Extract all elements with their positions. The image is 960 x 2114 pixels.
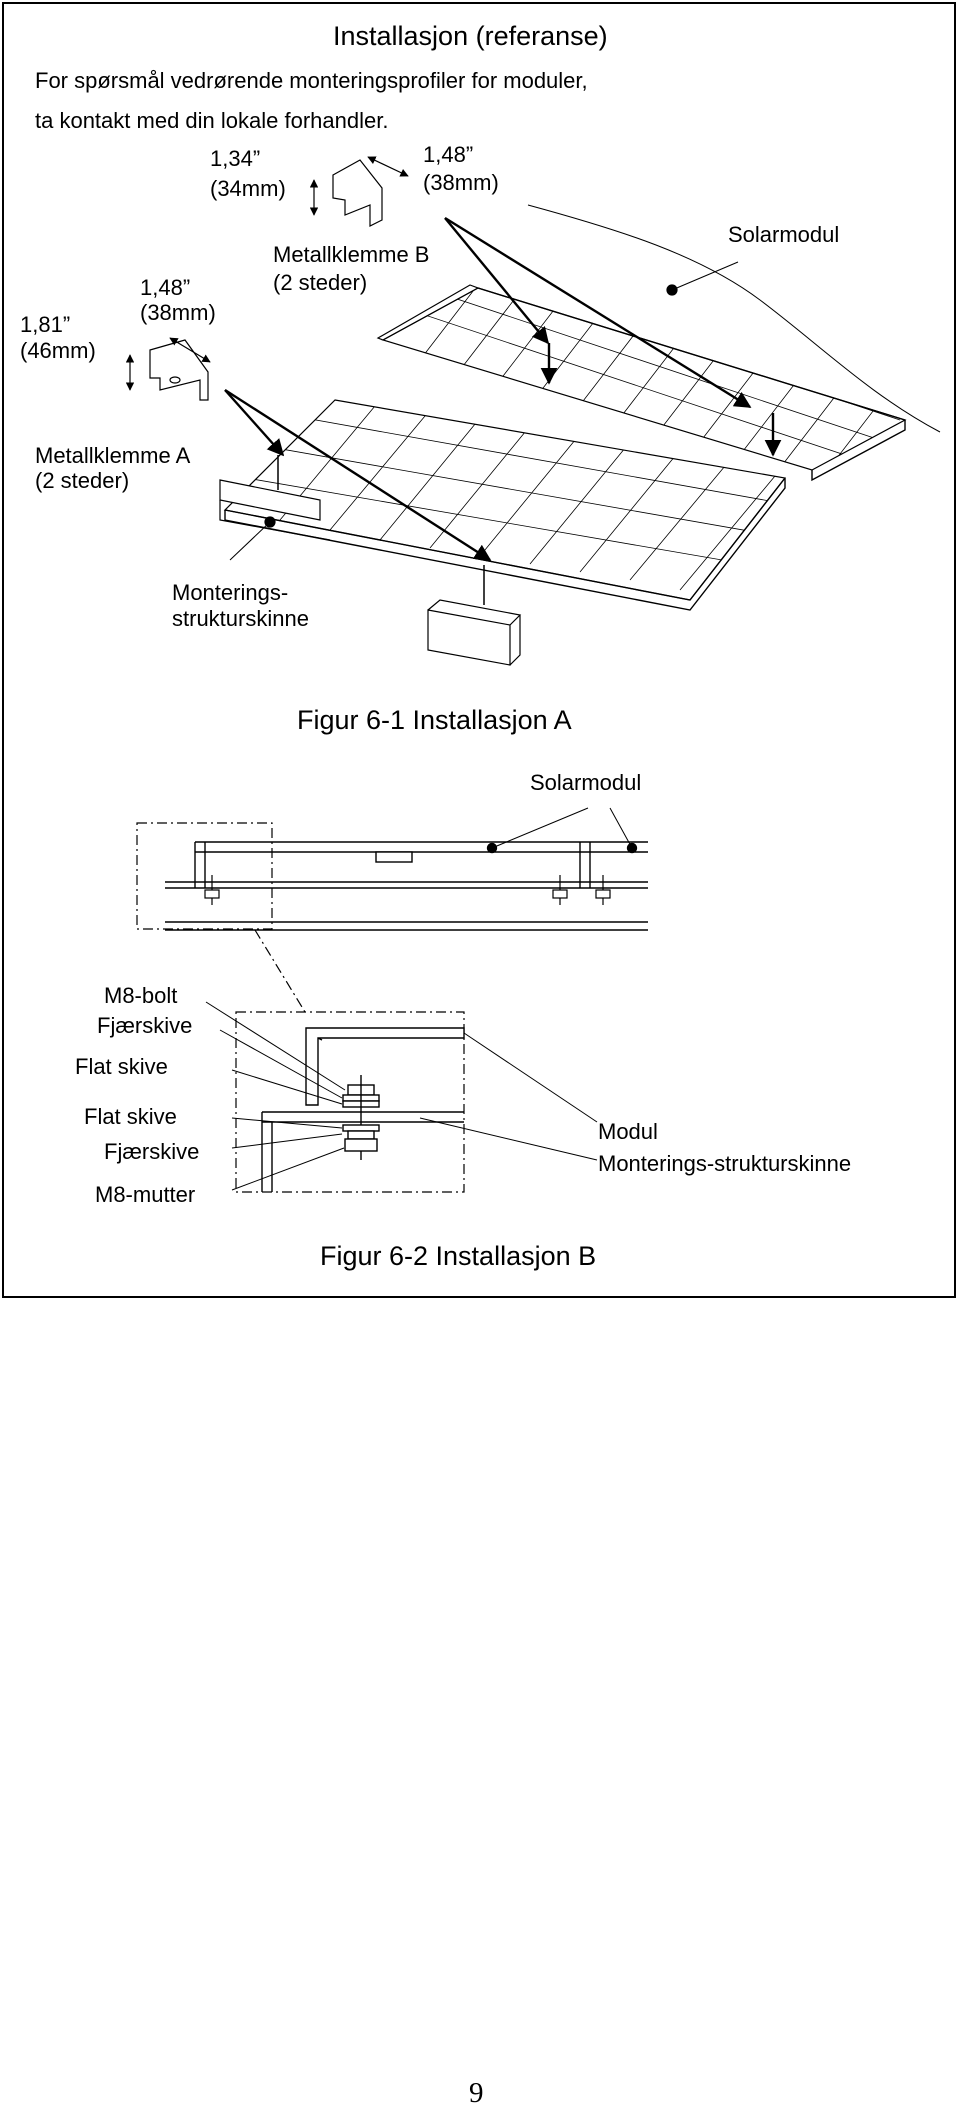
- rail-label-line1: Monterings-: [172, 580, 289, 605]
- intro-line-1: For spørsmål vedrørende monteringsprofil…: [35, 68, 588, 93]
- figure-6-2-drawing: [136, 807, 648, 1193]
- flat-washer-top-label: Flat skive: [75, 1054, 168, 1079]
- dim-34mm-label: (34mm): [210, 176, 286, 201]
- page-number: 9: [469, 2077, 484, 2109]
- spring-washer-top-label: Fjærskive: [97, 1013, 193, 1038]
- mounting-rail: [219, 479, 522, 666]
- dim-134-label: 1,34”: [210, 146, 261, 171]
- figure-frame: [2, 2, 956, 1298]
- solar-module-label-fig2: Solarmodul: [530, 770, 642, 795]
- metal-clamp-a-icon: [149, 339, 209, 401]
- intro-line-2: ta kontakt med din lokale forhandler.: [35, 108, 389, 133]
- dim-181-label: 1,81”: [20, 312, 71, 337]
- solar-module-label-fig1: Solarmodul: [728, 222, 840, 247]
- dim-38mm-left-label: (38mm): [140, 300, 216, 325]
- figure-6-2-caption: Figur 6-2 Installasjon B: [320, 1241, 597, 1271]
- rail-label-fig2: Monterings-strukturskinne: [598, 1151, 852, 1176]
- clamp-b-label: Metallklemme B: [273, 242, 430, 267]
- metal-clamp-b-icon: [332, 159, 383, 227]
- flat-washer-bottom-label: Flat skive: [84, 1104, 177, 1129]
- spring-washer-bottom-label: Fjærskive: [104, 1139, 200, 1164]
- page-title: Installasjon (referanse): [333, 21, 608, 51]
- module-label: Modul: [598, 1119, 658, 1144]
- m8-nut-label: M8-mutter: [95, 1182, 196, 1207]
- installation-drawings: [125, 156, 941, 1193]
- figure-6-1-drawing: [125, 156, 941, 666]
- dim-148-top-label: 1,48”: [423, 142, 474, 167]
- dim-38mm-top-label: (38mm): [423, 170, 499, 195]
- rail-label-line2: strukturskinne: [172, 606, 309, 631]
- m8-bolt-label: M8-bolt: [104, 983, 178, 1008]
- figure-6-1-caption: Figur 6-1 Installasjon A: [297, 705, 572, 735]
- clamp-b-count: (2 steder): [273, 270, 368, 295]
- dim-46mm-label: (46mm): [20, 338, 96, 363]
- dim-148-left-label: 1,48”: [140, 275, 191, 300]
- clamp-a-label: Metallklemme A: [35, 443, 191, 468]
- clamp-a-count: (2 steder): [35, 468, 130, 493]
